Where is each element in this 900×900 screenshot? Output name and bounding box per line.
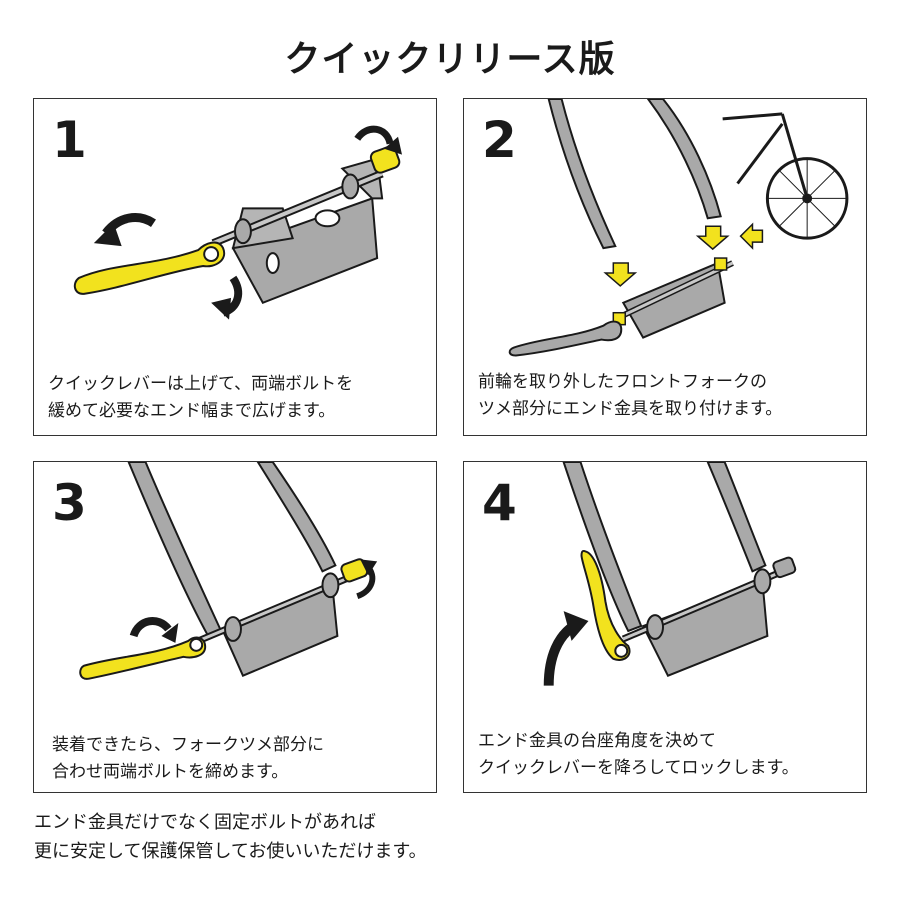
caption-line: クイックレバーは上げて、両端ボルトを [48,374,354,394]
caption-line: 前輪を取り外したフロントフォークの [478,372,767,392]
step-3-panel: 3 装着できたら、フォークツメ部分に 合わせ両端ボルトを締めます。 [33,461,437,793]
footer-line: エンド金具だけでなく固定ボルトがあれば [34,812,376,833]
footer-note: エンド金具だけでなく固定ボルトがあれば 更に安定して保護保管してお使いいただけま… [34,808,427,866]
caption-line: ツメ部分にエンド金具を取り付けます。 [478,399,783,419]
step-number: 1 [52,111,87,169]
caption-line: 装着できたら、フォークツメ部分に [52,735,324,755]
caption-line: エンド金具の台座角度を決めて [478,731,716,751]
step-caption: クイックレバーは上げて、両端ボルトを 緩めて必要なエンド幅まで広げます。 [48,371,426,425]
step-4-panel: 4 エンド金具の台座角度を決めて クイックレバーを降ろしてロックします。 [463,461,867,793]
caption-line: 合わせ両端ボルトを締めます。 [52,762,289,782]
page-title: クイックリリース版 [284,39,616,80]
step-caption: 前輪を取り外したフロントフォークの ツメ部分にエンド金具を取り付けます。 [478,369,856,423]
step-number: 2 [482,111,517,169]
tighten-bolts-illustration [79,462,378,680]
step-caption: エンド金具の台座角度を決めて クイックレバーを降ろしてロックします。 [478,728,856,782]
step-1-panel: 1 クイックレバーは上げて、両端ボルトを 緩めて必要なエンド幅まで広げます。 [33,98,437,436]
lever-open-illustration [73,125,403,320]
step-2-panel: 2 前輪を取り外したフロントフォークの ツメ部分にエンド金具を取り付けます。 [463,98,867,436]
step-caption: 装着できたら、フォークツメ部分に 合わせ両端ボルトを締めます。 [52,732,426,786]
fork-attach-illustration [508,99,849,357]
footer-line: 更に安定して保護保管してお使いいただけます。 [34,841,427,862]
caption-line: 緩めて必要なエンド幅まで広げます。 [48,401,336,421]
lock-lever-illustration [543,462,797,686]
caption-line: クイックレバーを降ろしてロックします。 [478,758,799,778]
step-number: 4 [482,474,517,532]
step-number: 3 [52,474,87,532]
